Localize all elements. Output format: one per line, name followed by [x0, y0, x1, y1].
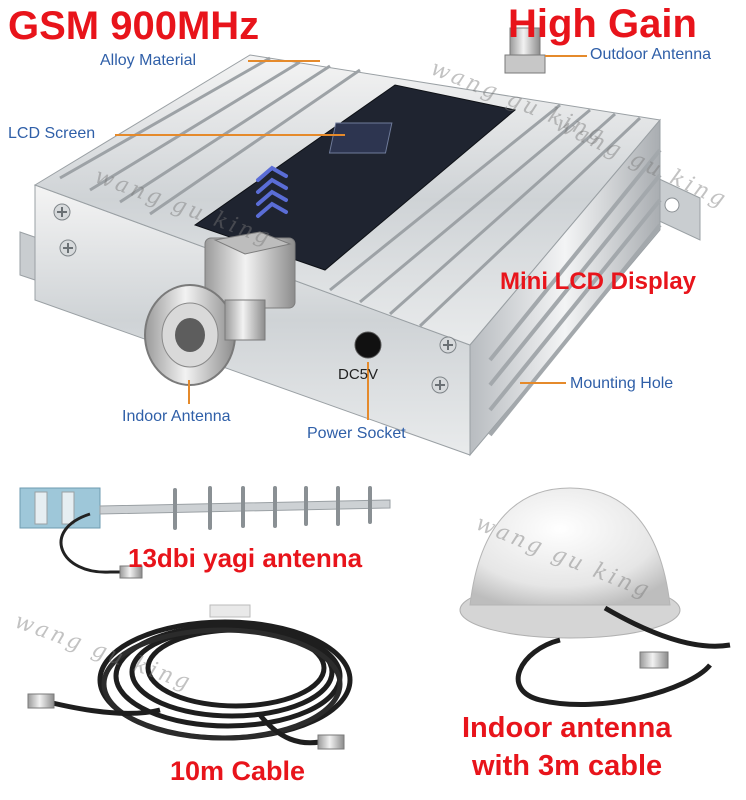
leader-outdoor: [545, 55, 587, 57]
yagi-antenna: [19, 487, 391, 529]
leader-lcd: [115, 134, 345, 136]
main-title-left: GSM 900MHz: [8, 4, 260, 48]
callout-indoor-antenna: Indoor Antenna: [122, 408, 231, 425]
mounting-hole: [664, 197, 680, 213]
callout-power-socket: Power Socket: [307, 425, 406, 442]
mini-lcd-label: Mini LCD Display: [500, 268, 697, 295]
leader-mounting: [520, 382, 566, 384]
power-socket: [354, 331, 382, 359]
ceiling-antenna: [469, 487, 671, 606]
indoor-antenna-label-line2: with 3m cable: [472, 750, 663, 782]
cable-label: 10m Cable: [170, 756, 306, 786]
callout-alloy-material: Alloy Material: [100, 52, 197, 69]
callout-lcd-screen: LCD Screen: [8, 125, 96, 142]
coiled-cable: [97, 619, 353, 741]
main-title-right: High Gain: [508, 2, 697, 46]
yagi-antenna-label: 13dbi yagi antenna: [128, 543, 363, 573]
lcd-window: [328, 122, 393, 154]
dc-voltage-label: DC5V: [338, 366, 379, 383]
callout-outdoor-antenna: Outdoor Antenna: [590, 46, 711, 63]
indoor-antenna-label-line1: Indoor antenna: [462, 712, 672, 744]
callout-mounting-hole: Mounting Hole: [570, 375, 674, 392]
leader-alloy: [248, 60, 320, 62]
leader-indoor: [188, 380, 190, 404]
leader-power: [367, 362, 369, 420]
